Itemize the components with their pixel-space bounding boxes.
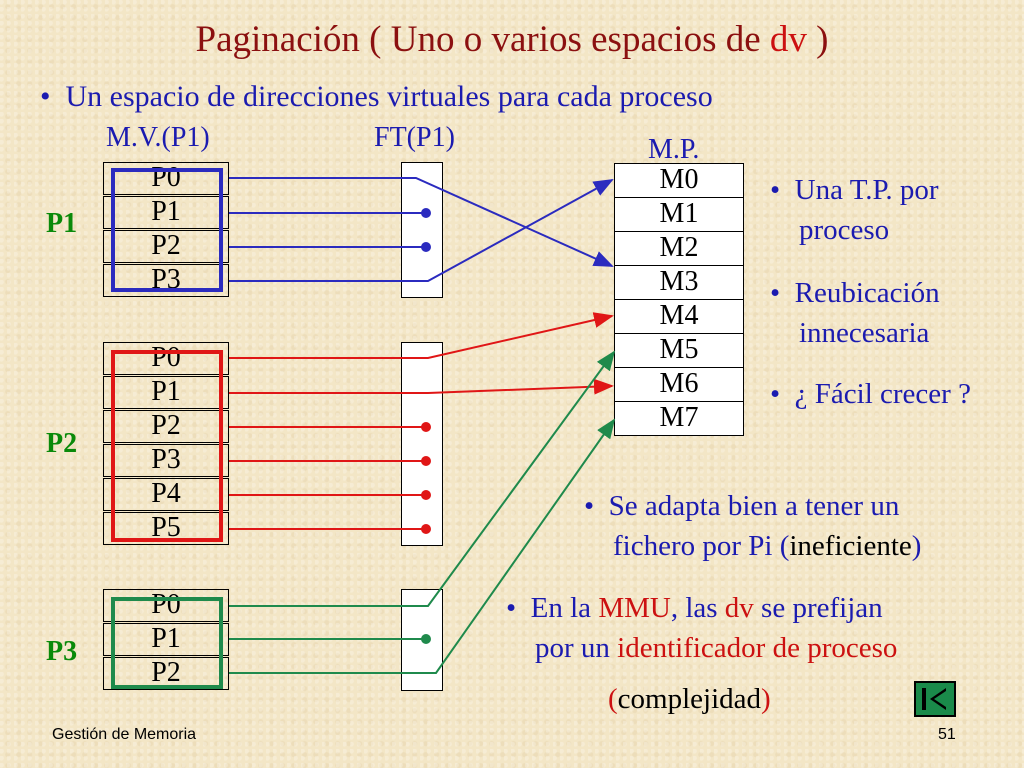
mp-frame-3: M3 xyxy=(614,265,744,300)
mp-frame-0: M0 xyxy=(614,163,744,198)
bullet-adapta: • Se adapta bien a tener un fichero por … xyxy=(584,490,922,562)
bullet-mmu-d: por un xyxy=(535,632,618,664)
complejidad: (complejidad) xyxy=(608,679,771,719)
arrow-p3-2 xyxy=(229,418,616,674)
arrow-p1-3 xyxy=(229,179,614,282)
bullet-tp-line1: Una T.P. por xyxy=(794,174,939,206)
mv-p3-page-2: P2 xyxy=(103,657,229,690)
dot-p2-2 xyxy=(421,422,431,432)
mv-p2-page-3: P3 xyxy=(103,444,229,477)
header-ft: FT(P1) xyxy=(374,122,455,153)
title-end: ) xyxy=(806,19,829,60)
mv-p3: P0 P1 P2 xyxy=(103,589,229,691)
bullet-mmu-dv: dv xyxy=(724,592,754,624)
arrow-p1-0 xyxy=(229,177,614,267)
bullet-reubicacion: • Reubicación innecesaria xyxy=(770,277,940,349)
dot-p1-1 xyxy=(421,208,431,218)
mv-p2-page-0: P0 xyxy=(103,342,229,375)
mv-p3-highlight xyxy=(111,597,223,689)
title-dv: dv xyxy=(769,19,807,60)
mv-p3-page-1: P1 xyxy=(103,623,229,656)
bullet-espacio-text: Un espacio de direcciones virtuales para… xyxy=(65,80,713,113)
bullet-tp: • Una T.P. por proceso xyxy=(770,174,939,246)
dot-p3-1 xyxy=(421,634,431,644)
header-mv: M.V.(P1) xyxy=(106,122,210,153)
bullet-reubicacion-line2: innecesaria xyxy=(799,317,930,349)
mv-p2-highlight xyxy=(111,350,223,542)
ft-p1 xyxy=(401,162,443,298)
mv-p1-page-0: P0 xyxy=(103,162,229,195)
mv-p1-page-1: P1 xyxy=(103,196,229,229)
bullet-mmu-a: En la xyxy=(530,592,599,624)
process-label-p1: P1 xyxy=(46,208,78,239)
arrow-p2-0 xyxy=(229,312,614,359)
mv-p1: P0 P1 P2 P3 xyxy=(103,162,229,298)
complejidad-open: ( xyxy=(608,683,618,715)
process-label-p3: P3 xyxy=(46,636,78,667)
dot-p2-4 xyxy=(421,490,431,500)
end-show-button[interactable] xyxy=(914,681,956,717)
mv-p2-page-4: P4 xyxy=(103,478,229,511)
mv-p1-page-2: P2 xyxy=(103,230,229,263)
arrow-p3-0 xyxy=(229,350,616,607)
complejidad-word: complejidad xyxy=(617,683,762,715)
mv-p3-page-0: P0 xyxy=(103,589,229,622)
complejidad-close: ) xyxy=(761,683,771,715)
end-show-icon xyxy=(922,688,946,710)
mp-frame-4: M4 xyxy=(614,299,744,334)
arrow-p2-1 xyxy=(229,378,614,395)
mv-p2-page-5: P5 xyxy=(103,512,229,545)
bullet-tp-line2: proceso xyxy=(799,214,890,246)
mv-p1-highlight xyxy=(111,168,223,292)
bullet-adapta-ineficiente: ineficiente xyxy=(789,530,912,562)
bullet-adapta-line1: Se adapta bien a tener un xyxy=(608,490,900,522)
mp-frame-7: M7 xyxy=(614,401,744,436)
footer-title: Gestión de Memoria xyxy=(52,726,197,743)
mp-frame-5: M5 xyxy=(614,333,744,368)
bullet-crecer: • ¿ Fácil crecer ? xyxy=(770,378,971,410)
dot-p1-2 xyxy=(421,242,431,252)
slide-title: Paginación ( Uno o varios espacios de dv… xyxy=(0,18,1024,61)
bullet-espacio: • Un espacio de direcciones virtuales pa… xyxy=(40,80,713,113)
bullet-mmu-b: , las xyxy=(670,592,725,624)
bullet-reubicacion-line1: Reubicación xyxy=(794,277,940,309)
bullet-mmu-identificador: identificador de proceso xyxy=(617,632,898,664)
page-number: 51 xyxy=(938,726,956,743)
bullet-crecer-text: ¿ Fácil crecer ? xyxy=(794,378,971,410)
bullet-mmu: • En la MMU, las dv se prefijan por un i… xyxy=(506,592,898,664)
mv-p2-page-2: P2 xyxy=(103,410,229,443)
bullet-adapta-close: ) xyxy=(911,530,922,562)
bullet-mmu-mmu: MMU xyxy=(598,592,671,624)
ft-p2 xyxy=(401,342,443,546)
mp-frame-6: M6 xyxy=(614,367,744,402)
bullet-adapta-line2a: fichero por Pi ( xyxy=(613,530,790,562)
title-text: Paginación ( Uno o varios espacios de xyxy=(195,19,770,60)
dot-p2-3 xyxy=(421,456,431,466)
mv-p2-page-1: P1 xyxy=(103,376,229,409)
bullet-mmu-c: se prefijan xyxy=(753,592,883,624)
mv-p2: P0 P1 P2 P3 P4 P5 xyxy=(103,342,229,546)
process-label-p2: P2 xyxy=(46,428,78,459)
dot-p2-5 xyxy=(421,524,431,534)
header-mp: M.P. xyxy=(648,134,700,165)
mp-frame-2: M2 xyxy=(614,231,744,266)
mp-frames: M0 M1 M2 M3 M4 M5 M6 M7 xyxy=(614,163,744,436)
